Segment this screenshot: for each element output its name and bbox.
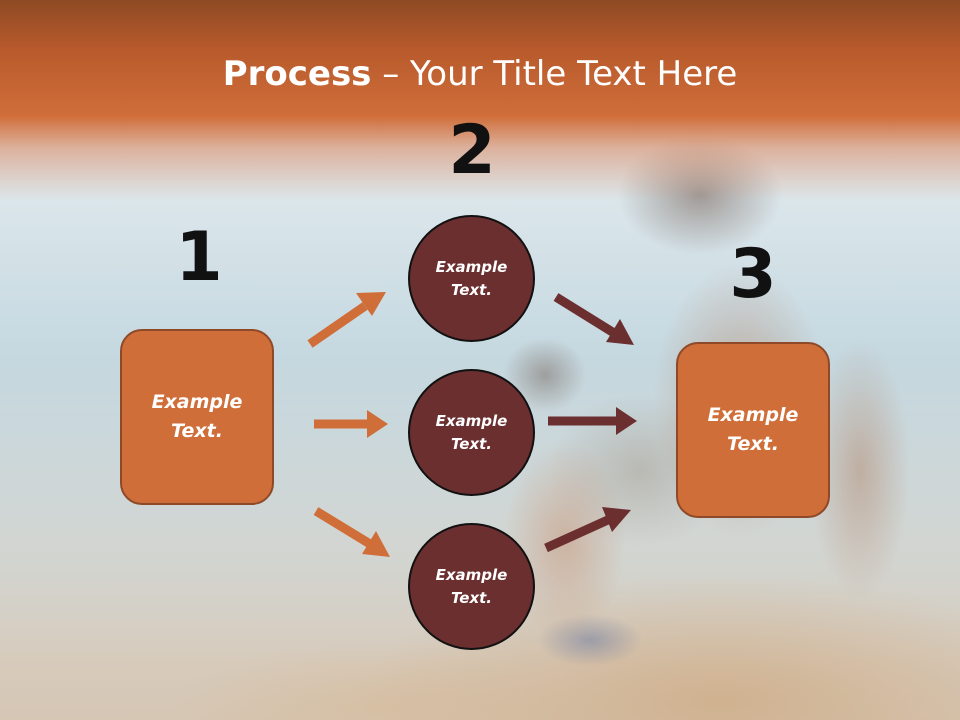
step-2-circle-top: Example Text. xyxy=(408,215,535,342)
slide-title: Process – Your Title Text Here xyxy=(0,52,960,96)
step-number-2: 2 xyxy=(448,111,496,190)
step-3-box: Example Text. xyxy=(676,342,830,518)
title-rest: – Your Title Text Here xyxy=(371,54,738,94)
arrow-from-circle-bottom xyxy=(544,507,631,553)
arrow-to-circle-middle xyxy=(314,410,388,438)
step-2-circle-bottom-label: Example Text. xyxy=(435,565,508,607)
step-2-circle-top-label: Example Text. xyxy=(435,257,508,299)
step-number-3: 3 xyxy=(729,235,777,314)
step-2-circle-middle-label: Example Text. xyxy=(435,411,508,453)
step-3-label: Example Text. xyxy=(707,404,799,455)
step-2-circle-middle: Example Text. xyxy=(408,369,535,496)
arrow-from-circle-top xyxy=(553,293,634,345)
arrow-to-circle-top xyxy=(307,292,386,348)
step-1-box: Example Text. xyxy=(120,329,274,505)
arrow-from-circle-middle xyxy=(548,407,637,435)
header-band xyxy=(0,0,960,200)
step-number-1: 1 xyxy=(175,218,223,297)
arrow-to-circle-bottom xyxy=(313,507,390,557)
title-bold: Process xyxy=(222,54,372,94)
step-1-label: Example Text. xyxy=(151,391,243,442)
step-2-circle-bottom: Example Text. xyxy=(408,523,535,650)
